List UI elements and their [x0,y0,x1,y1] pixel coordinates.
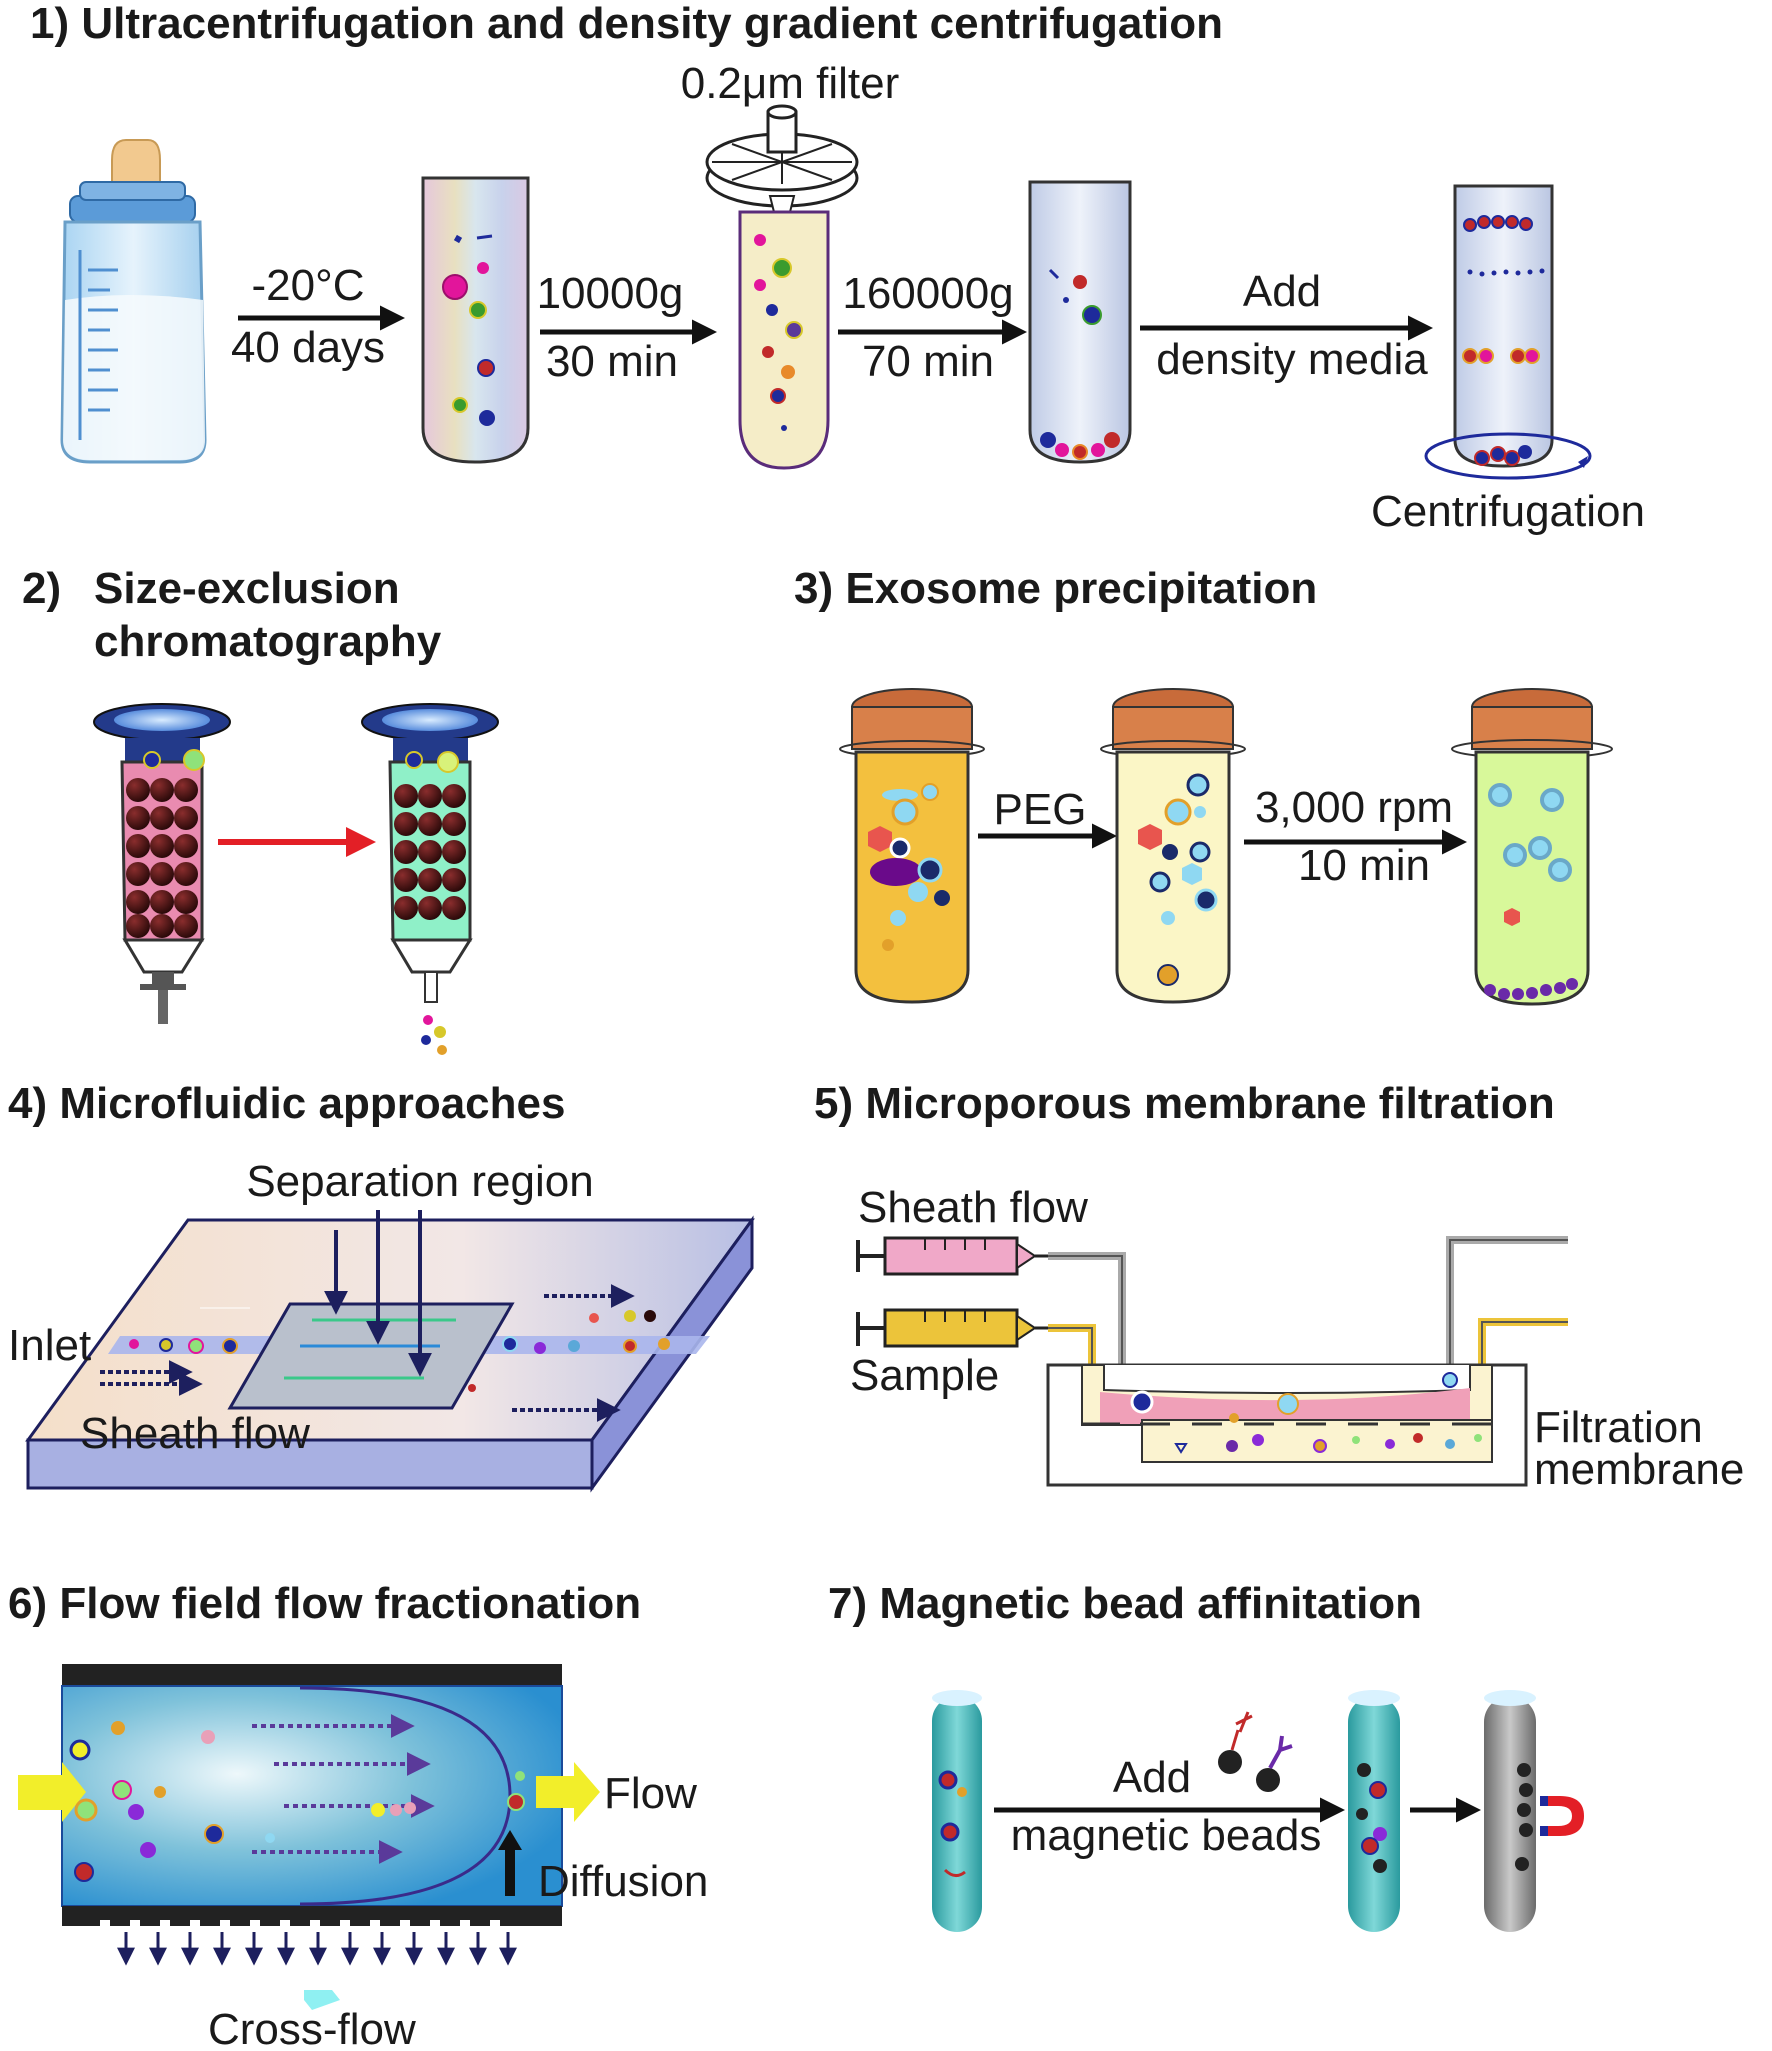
column-beads [126,778,466,938]
peg-tube-3 [1451,688,1613,1006]
packing-bead [150,890,174,914]
packing-bead [150,834,174,858]
magnetic-tubes [932,1690,1584,1932]
packing-bead [418,868,442,892]
packing-bead [150,806,174,830]
packing-bead [174,862,198,886]
packing-bead [442,784,466,808]
inlet-label: Inlet [8,1321,91,1370]
separation-region-label: Separation region [246,1157,593,1206]
section3-title: 3) Exosome precipitation [794,564,1317,613]
step3-force: 160000g [842,269,1013,318]
section1-title: 1) Ultracentrifugation and density gradi… [30,0,1223,48]
packing-bead [394,840,418,864]
packing-bead [394,812,418,836]
packing-bead [150,862,174,886]
centrifugation-label: Centrifugation [1371,487,1645,536]
add-beads-line2: magnetic beads [1011,1811,1322,1860]
packing-bead [126,890,150,914]
section2-number: 2) [22,564,61,613]
packing-bead [126,834,150,858]
sample-label: Sample [850,1351,999,1400]
step4-line1: Add [1243,267,1321,316]
peg-tube-2 [1100,688,1246,1004]
packing-bead [126,914,150,938]
microfluidic-chip [25,1210,755,1493]
section4-title: 4) Microfluidic approaches [8,1079,565,1128]
section2-title-line2: chromatography [94,617,442,666]
diffusion-label: Diffusion [538,1857,708,1906]
step3-duration: 70 min [862,337,994,386]
section6-title: 6) Flow field flow fractionation [8,1579,641,1628]
packing-bead [126,778,150,802]
section7-title: 7) Magnetic bead affinitation [828,1579,1422,1628]
packing-bead [126,806,150,830]
packing-bead [126,862,150,886]
tube-1 [421,176,530,464]
filtration-label-line2: membrane [1534,1445,1744,1494]
cross-flow-label: Cross-flow [208,2005,416,2051]
step2-duration: 30 min [546,337,678,386]
packing-bead [442,840,466,864]
baby-bottle [60,139,207,464]
packing-bead [442,812,466,836]
peg-tube-1 [839,688,985,1004]
membrane-sheath-flow-label: Sheath flow [858,1183,1088,1232]
packing-bead [174,834,198,858]
packing-bead [394,784,418,808]
packing-bead [150,778,174,802]
membrane-device [856,1236,1568,1487]
step4-line2: density media [1156,335,1428,384]
syringe-filter [705,104,859,213]
rpm-time-label: 10 min [1298,841,1430,890]
packing-bead [394,868,418,892]
peg-label: PEG [994,785,1087,834]
fff-channel [18,1664,600,2010]
step2-force: 10000g [537,269,684,318]
add-beads-line1: Add [1113,1753,1191,1802]
tube-3 [1028,180,1132,464]
flow-label: Flow [604,1769,697,1818]
tube-4-gradient [1424,184,1592,480]
tube-2 [738,210,830,470]
step1-temp: -20°C [252,261,365,310]
packing-bead [174,890,198,914]
packing-bead [418,896,442,920]
packing-bead [174,914,198,938]
section5-title: 5) Microporous membrane filtration [814,1079,1555,1128]
step1-duration: 40 days [231,323,385,372]
packing-bead [174,778,198,802]
section2-title-line1: Size-exclusion [94,564,400,613]
packing-bead [418,784,442,808]
filter-label: 0.2μm filter [681,59,900,108]
rpm-label: 3,000 rpm [1255,783,1453,832]
packing-bead [394,896,418,920]
packing-bead [442,896,466,920]
filtration-label-line1: Filtration [1534,1403,1703,1452]
packing-bead [418,812,442,836]
packing-bead [418,840,442,864]
micro-sheath-flow-label: Sheath flow [80,1409,310,1458]
packing-bead [174,806,198,830]
packing-bead [442,868,466,892]
packing-bead [150,914,174,938]
